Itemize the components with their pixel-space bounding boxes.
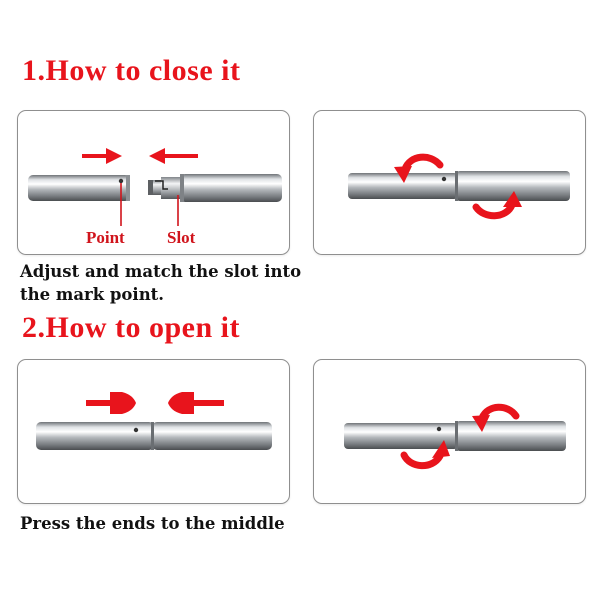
- open-step-twist-panel: [313, 359, 586, 504]
- clasp-twist-close-illustration: [348, 153, 570, 220]
- slot-label: Slot: [167, 228, 196, 247]
- arrow-right-icon: [82, 148, 122, 164]
- clasp-joined-tube: [36, 422, 272, 450]
- clasp-joined-tube: [348, 171, 570, 201]
- arrow-left-icon: [149, 148, 198, 164]
- close-caption: Adjust and match the slot into the mark …: [20, 260, 301, 306]
- open-step-press-panel: [17, 359, 290, 504]
- close-heading: 1.How to close it: [22, 54, 241, 87]
- close-caption-line1: Adjust and match the slot into: [20, 262, 302, 281]
- clasp-press-illustration: [36, 392, 272, 450]
- rotate-arrow-icon: [394, 153, 444, 183]
- open-caption: Press the ends to the middle: [20, 514, 285, 533]
- clasp-joined-tube: [344, 421, 566, 451]
- rotate-arrow-icon: [472, 403, 520, 432]
- close-caption-line2: the mark point.: [20, 285, 165, 304]
- push-arrow-icon: [168, 392, 224, 414]
- rotate-arrow-icon: [472, 191, 522, 220]
- rotate-arrow-icon: [400, 440, 450, 470]
- point-label: Point: [86, 228, 125, 247]
- clasp-left-tube: [28, 175, 130, 201]
- close-step-align-panel: Point Slot: [17, 110, 290, 255]
- clasp-align-illustration: Point Slot: [28, 148, 282, 247]
- open-heading: 2.How to open it: [22, 311, 240, 344]
- push-arrow-icon: [86, 392, 136, 414]
- clasp-right-tube: [148, 174, 282, 202]
- close-step-twist-panel: [313, 110, 586, 255]
- clasp-twist-open-illustration: [344, 403, 566, 470]
